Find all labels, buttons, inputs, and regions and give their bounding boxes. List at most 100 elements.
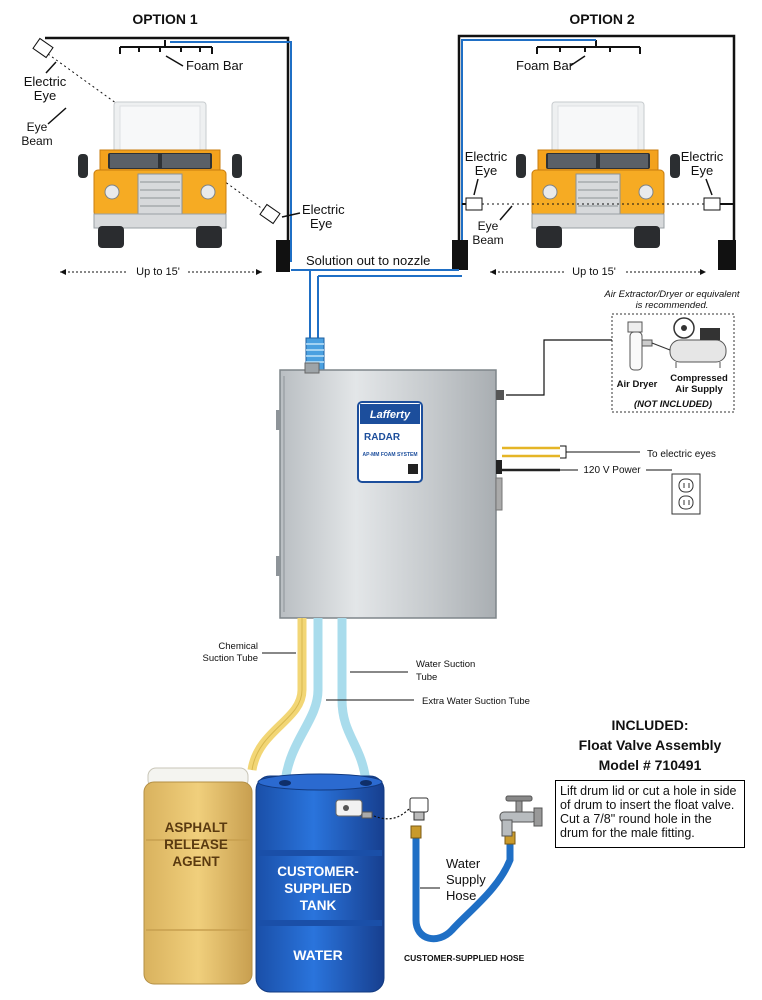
option2-electric-eye-left-label-1: Electric — [465, 149, 508, 164]
option2-feed-line — [461, 39, 596, 262]
unit-product: RADAR — [364, 432, 401, 443]
extra-water-suction-tube — [280, 618, 323, 783]
option1-feed-line — [170, 41, 292, 262]
unit-brand: Lafferty — [370, 409, 411, 421]
option2-width-label-bg — [564, 264, 624, 278]
electric-eyes-label: To electric eyes — [647, 449, 716, 460]
hose-label-2: Supply — [446, 872, 486, 887]
included-item: Float Valve Assembly — [579, 737, 722, 753]
option2-electric-eye-left-arrow — [473, 178, 479, 196]
option2-controller-post-left — [452, 240, 468, 270]
customer-supplied-hose-label: CUSTOMER-SUPPLIED HOSE — [404, 953, 525, 963]
water-suction-tube — [337, 618, 371, 783]
power-outlet-icon — [671, 473, 701, 515]
option1-eye-beam-label-2: Beam — [21, 134, 52, 148]
extra-water-tube-label: Extra Water Suction Tube — [422, 696, 530, 707]
air-dryer-icon — [627, 321, 653, 371]
asphalt-label-2: RELEASE — [164, 837, 228, 852]
foam-unit-hinge-bottom — [276, 556, 280, 576]
hose-label-1: Water — [446, 856, 481, 871]
water-tube-label-1: Water Suction — [416, 659, 475, 670]
eye-cable-port — [496, 460, 502, 474]
side-bracket — [495, 477, 503, 511]
solution-label: Solution out to nozzle — [306, 253, 430, 268]
option2-foam-bar — [536, 40, 641, 54]
option1-foam-bar — [119, 40, 213, 54]
air-inlet-fitting — [496, 390, 504, 400]
eye-cables — [502, 446, 560, 458]
eye-cables-bracket — [560, 445, 567, 459]
air-supply-box — [611, 313, 735, 413]
included-instructions: Lift drum lid or cut a hole in side of d… — [555, 780, 745, 848]
option2-eye-beam-label-1: Eye — [478, 219, 499, 233]
option1-width-label: Up to 15' — [136, 266, 180, 278]
compressed-label-2: Air Supply — [675, 384, 723, 395]
included-heading: INCLUDED: — [612, 717, 689, 733]
option1-gantry — [45, 36, 290, 245]
option1-electric-eye-top-arrow — [45, 61, 57, 74]
air-dryer-label: Air Dryer — [617, 379, 658, 390]
option1-truck — [77, 101, 243, 249]
option1-width-label-bg — [128, 264, 188, 278]
water-drum-label-1: CUSTOMER- — [277, 864, 359, 879]
power-label-bg — [578, 462, 646, 476]
air-note-2: is recommended. — [636, 300, 709, 311]
faucet-icon — [499, 795, 543, 837]
unit-label-qr — [408, 464, 418, 474]
option2-electric-eye-right-label-1: Electric — [681, 149, 724, 164]
option1-eye-beam-label-1: Eye — [27, 120, 48, 134]
hose-fitting-left — [410, 825, 422, 839]
asphalt-drum — [143, 767, 253, 985]
option2-eye-beam-arrow — [499, 205, 513, 221]
unit-label-brand-bar — [360, 404, 420, 424]
not-included-label: (NOT INCLUDED) — [634, 399, 712, 410]
float-valve-dotted-link — [373, 807, 411, 820]
compressed-label-1: Compressed — [670, 373, 728, 384]
float-valve-icon — [335, 799, 373, 819]
float-valve-part-icon — [409, 797, 429, 821]
option1-electric-eye-top-label-2: Eye — [34, 88, 56, 103]
air-line — [506, 339, 612, 396]
water-drum-water-label: WATER — [293, 947, 343, 963]
water-supply-hose — [412, 828, 514, 943]
option2-gantry — [457, 34, 736, 260]
option2-foam-bar-label: Foam Bar — [516, 58, 574, 73]
option1-foam-bar-label: Foam Bar — [186, 58, 244, 73]
compressor-icon — [669, 317, 727, 368]
power-label: 120 V Power — [583, 465, 641, 476]
chemical-tube-label-1: Chemical — [218, 641, 258, 652]
dryer-compressor-link — [651, 342, 671, 351]
asphalt-label-1: ASPHALT — [165, 820, 229, 835]
option1-electric-eye-bottom-label-1: Electric — [302, 202, 345, 217]
option1-controller-post — [276, 240, 290, 272]
water-drum-label-3: TANK — [300, 898, 337, 913]
foam-unit-fitting — [304, 362, 320, 374]
option1-eye-beam-arrow — [47, 107, 67, 125]
water-drum-label-2: SUPPLIED — [284, 881, 352, 896]
option2-controller-post-right — [718, 240, 736, 270]
option1-electric-eye-top-label-1: Electric — [24, 74, 67, 89]
foam-unit-hinge-top — [276, 410, 280, 430]
option2-title: OPTION 2 — [569, 11, 635, 27]
option1-electric-eye-top — [32, 37, 54, 59]
option2-electric-eye-left — [465, 197, 483, 211]
hose-label-3: Hose — [446, 888, 476, 903]
option2-truck — [515, 101, 681, 249]
water-drum — [255, 773, 385, 993]
included-model: Model # 710491 — [599, 757, 702, 773]
option2-electric-eye-right-arrow — [705, 178, 713, 196]
solution-hose-rib — [306, 343, 324, 363]
solution-line-outer — [291, 269, 462, 350]
option1-title: OPTION 1 — [132, 11, 198, 27]
option2-electric-eye-right — [703, 197, 721, 211]
air-note-1: Air Extractor/Dryer or equivalent — [603, 289, 740, 300]
option2-eye-beam-label-2: Beam — [472, 233, 503, 247]
option2-electric-eye-right-label-2: Eye — [691, 163, 713, 178]
unit-model: AP-MM FOAM SYSTEM — [363, 452, 418, 458]
chemical-tube-label-2: Suction Tube — [203, 653, 258, 664]
option1-foam-bar-arrow — [165, 55, 184, 67]
option1-electric-eye-bottom-arrow — [281, 212, 301, 218]
option1-electric-eye-bottom-label-2: Eye — [310, 216, 332, 231]
chemical-suction-tube-edge — [251, 618, 303, 771]
